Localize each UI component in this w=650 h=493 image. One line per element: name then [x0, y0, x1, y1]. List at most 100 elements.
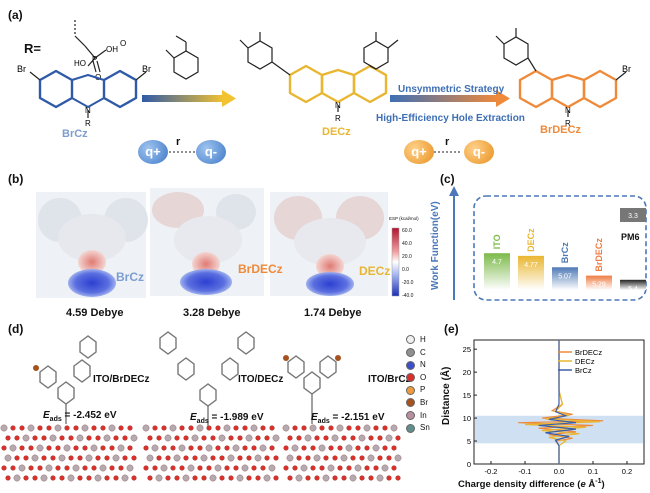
esp-tick: 60.0	[402, 228, 412, 234]
slab-atom	[273, 455, 279, 461]
slab-atom	[283, 465, 289, 471]
eads-3: Eads = -2.151 eV	[311, 412, 385, 425]
y-tick-label: 10	[463, 414, 471, 423]
slab-atom	[46, 445, 52, 451]
wf-bar	[484, 253, 510, 290]
x-tick-label: -0.2	[485, 467, 498, 476]
brcz-br-left: Br	[17, 64, 26, 74]
legend-dot	[406, 360, 415, 370]
panel-a-label: (a)	[8, 8, 23, 22]
slab-atom	[95, 435, 101, 441]
dipole-brcz: 4.59 Debye	[66, 307, 124, 319]
slab-atom	[118, 465, 124, 471]
slab-atom	[331, 434, 339, 442]
x-tick-label: 0.0	[554, 467, 564, 476]
slab-atom	[260, 425, 266, 431]
slab-atom	[391, 465, 397, 471]
slab-atom	[95, 455, 101, 461]
slab-atom	[295, 474, 303, 482]
slab-atom	[314, 475, 320, 481]
slab-atom	[236, 474, 244, 482]
slab-atom	[131, 455, 137, 461]
brcz-br-right: Br	[142, 64, 151, 74]
slab-atom	[301, 425, 307, 431]
slab-atom	[1, 445, 7, 451]
legend-item-h: H	[406, 334, 430, 347]
eads-symbol: E	[190, 412, 197, 423]
eads-symbol: E	[311, 412, 318, 423]
slab-atom	[55, 445, 61, 451]
slab-atom	[245, 434, 253, 442]
slab-atom	[152, 465, 158, 471]
slab-atom	[242, 425, 248, 431]
slab-atom	[59, 475, 65, 481]
legend-dot	[406, 423, 415, 433]
eads-symbol: E	[43, 410, 50, 421]
slab-atom	[241, 464, 249, 472]
slab-atom	[19, 425, 25, 431]
wf-value: 4.77	[524, 262, 538, 269]
x-tick-label: -0.1	[519, 467, 532, 476]
slab-atom	[292, 425, 298, 431]
slab-atom	[72, 464, 80, 472]
slab-atom	[332, 475, 338, 481]
slab-atom	[197, 465, 203, 471]
slab-atom	[215, 445, 221, 451]
slab-atom	[109, 445, 115, 451]
slab-atom	[395, 435, 401, 441]
slab-atom	[263, 474, 271, 482]
slab-atom	[328, 425, 334, 431]
slab-atom	[336, 424, 344, 432]
legend-label-brcz: BrCz	[575, 366, 592, 375]
slab-atom	[376, 474, 384, 482]
slab-atom	[246, 475, 252, 481]
slab-atom	[90, 444, 98, 452]
slab-atom	[237, 435, 243, 441]
wf-bar-label: PM6	[621, 232, 640, 242]
legend-label: N	[420, 360, 426, 370]
wf-bar	[552, 267, 578, 290]
legend-label: H	[420, 335, 426, 344]
slab-atom	[151, 444, 159, 452]
eads-2: Eads = -1.989 eV	[190, 412, 264, 425]
panel-d-label: (d)	[8, 322, 24, 336]
slab-atom	[350, 435, 356, 441]
wf-value: 5.29	[592, 282, 606, 289]
e-xlabel-text: Charge density difference (	[458, 479, 581, 491]
slab-atom	[147, 435, 153, 441]
brdecz-structure	[518, 69, 618, 109]
legend-dot	[406, 373, 415, 383]
legend-item-in: In	[406, 410, 430, 423]
esp-ticks: 60.0 40.0 20.0 0.0 -20.0 -40.0	[402, 225, 413, 303]
legend-label: O	[420, 372, 427, 382]
slab-atom	[64, 425, 70, 431]
slab-atom	[127, 445, 133, 451]
esp-colorbar	[391, 227, 400, 297]
x-tick-label: 0.1	[588, 467, 598, 476]
slab-atom	[126, 464, 134, 472]
esp-label-decz: DECz	[359, 264, 391, 278]
slab-atom	[355, 445, 361, 451]
slab-atom	[390, 424, 398, 432]
slab-atom	[233, 425, 239, 431]
slab-atom	[41, 435, 47, 441]
slab-atom	[64, 465, 70, 471]
o-label-r: O	[120, 39, 126, 48]
brcz-name: BrCz	[62, 128, 88, 140]
slab-atom	[264, 455, 270, 461]
slab-atom	[363, 424, 371, 432]
panel-a-graphic: P OH O HO O Br Br N R	[17, 20, 631, 153]
reaction-arrow-1	[142, 90, 236, 107]
slab-atom	[368, 435, 374, 441]
slab-atom	[255, 435, 261, 441]
slab-atom	[127, 425, 133, 431]
slab-atom	[91, 465, 97, 471]
brdecz-side-ring	[495, 28, 627, 117]
slab-atom	[178, 444, 186, 452]
wf-bar-pm6-top	[620, 208, 646, 222]
legend-dot	[406, 410, 415, 420]
slab-atom	[201, 475, 207, 481]
slab-atom	[117, 444, 125, 452]
slab-atom	[341, 435, 347, 441]
slab-atom	[337, 465, 343, 471]
